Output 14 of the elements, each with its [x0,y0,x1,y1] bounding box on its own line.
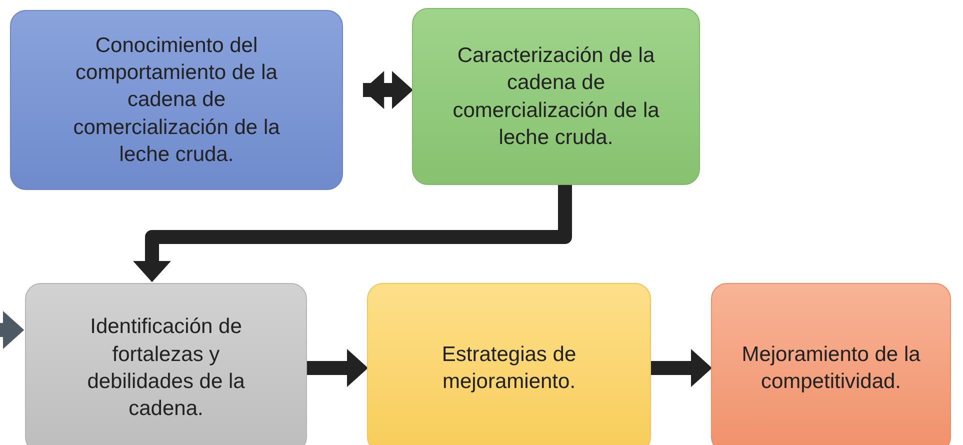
box-text: Conocimiento del comportamiento de la cadena de comercialización de la leche cruda. [72,32,281,168]
box-text: Mejoramiento de la competitividad. [740,342,922,395]
box-text: Identificación de fortalezas y debilidades de la cadena. [86,314,246,422]
arrow [651,349,712,387]
box-text: Estrategias de mejoramiento. [440,342,578,395]
process-box [711,283,951,445]
box-text: Caracterización de la cadena de comercialización de la leche cruda. [452,42,660,151]
arrow [363,71,414,109]
process-box [412,8,700,185]
arrow [307,349,368,387]
arrow [0,311,24,349]
process-box [367,283,651,445]
process-box [25,283,307,445]
process-box [10,10,343,190]
